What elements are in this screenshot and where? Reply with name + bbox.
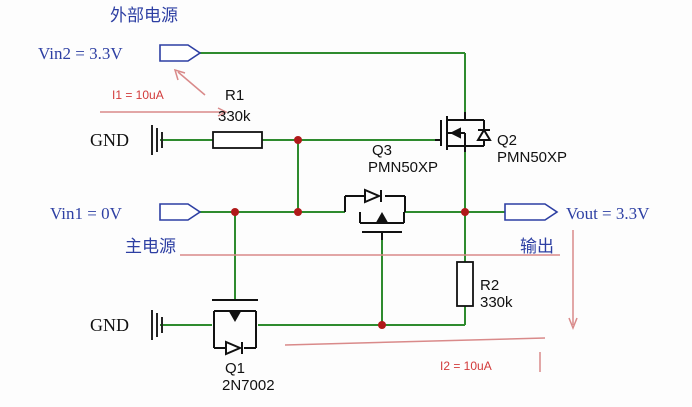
- resistor-r1: [212, 131, 263, 149]
- q1-name: Q1: [225, 360, 245, 377]
- junction-dot: [231, 208, 239, 216]
- ground-symbols: [151, 125, 163, 340]
- vin1-port: [159, 203, 202, 221]
- r1-name: R1: [225, 87, 244, 104]
- junctions: [231, 136, 469, 329]
- junction-dot: [294, 136, 302, 144]
- r2-value: 330k: [480, 294, 513, 311]
- ground-icon: [151, 310, 163, 340]
- r1-value: 330k: [218, 108, 251, 125]
- wires: [160, 52, 505, 326]
- junction-dot: [378, 321, 386, 329]
- i2-label: I2 = 10uA: [440, 359, 492, 373]
- current-arrow-i2: [284, 337, 546, 346]
- q3-part: PMN50XP: [368, 159, 438, 176]
- vout-port: [504, 203, 559, 221]
- vin1-label: Vin1 = 0V: [50, 204, 123, 223]
- vin2-label: Vin2 = 3.3V: [38, 44, 123, 63]
- main-power-label: 主电源: [125, 237, 176, 256]
- i1-label: I1 = 10uA: [112, 88, 164, 102]
- mosfet-q2: [435, 112, 492, 152]
- current-arrow-i1-branch: [177, 71, 206, 96]
- ports: [159, 44, 559, 221]
- q2-name: Q2: [497, 132, 517, 149]
- gnd-label-bottom: GND: [90, 315, 129, 335]
- ground-icon: [151, 125, 163, 155]
- vin2-port: [159, 44, 202, 62]
- resistor-r2: [456, 261, 474, 307]
- junction-dot: [294, 208, 302, 216]
- q3-name: Q3: [372, 142, 392, 159]
- ext-power-label: 外部电源: [110, 6, 178, 25]
- gnd-label-top: GND: [90, 130, 129, 150]
- r2-name: R2: [480, 277, 499, 294]
- vout-label: Vout = 3.3V: [566, 204, 650, 223]
- current-annotations: I1 = 10uA I2 = 10uA: [100, 68, 578, 373]
- junction-dot: [461, 208, 469, 216]
- q2-part: PMN50XP: [497, 149, 567, 166]
- output-label: 输出: [520, 237, 554, 256]
- q1-part: 2N7002: [222, 377, 275, 394]
- mosfet-q3: [344, 188, 406, 240]
- mosfet-q1: [212, 299, 258, 356]
